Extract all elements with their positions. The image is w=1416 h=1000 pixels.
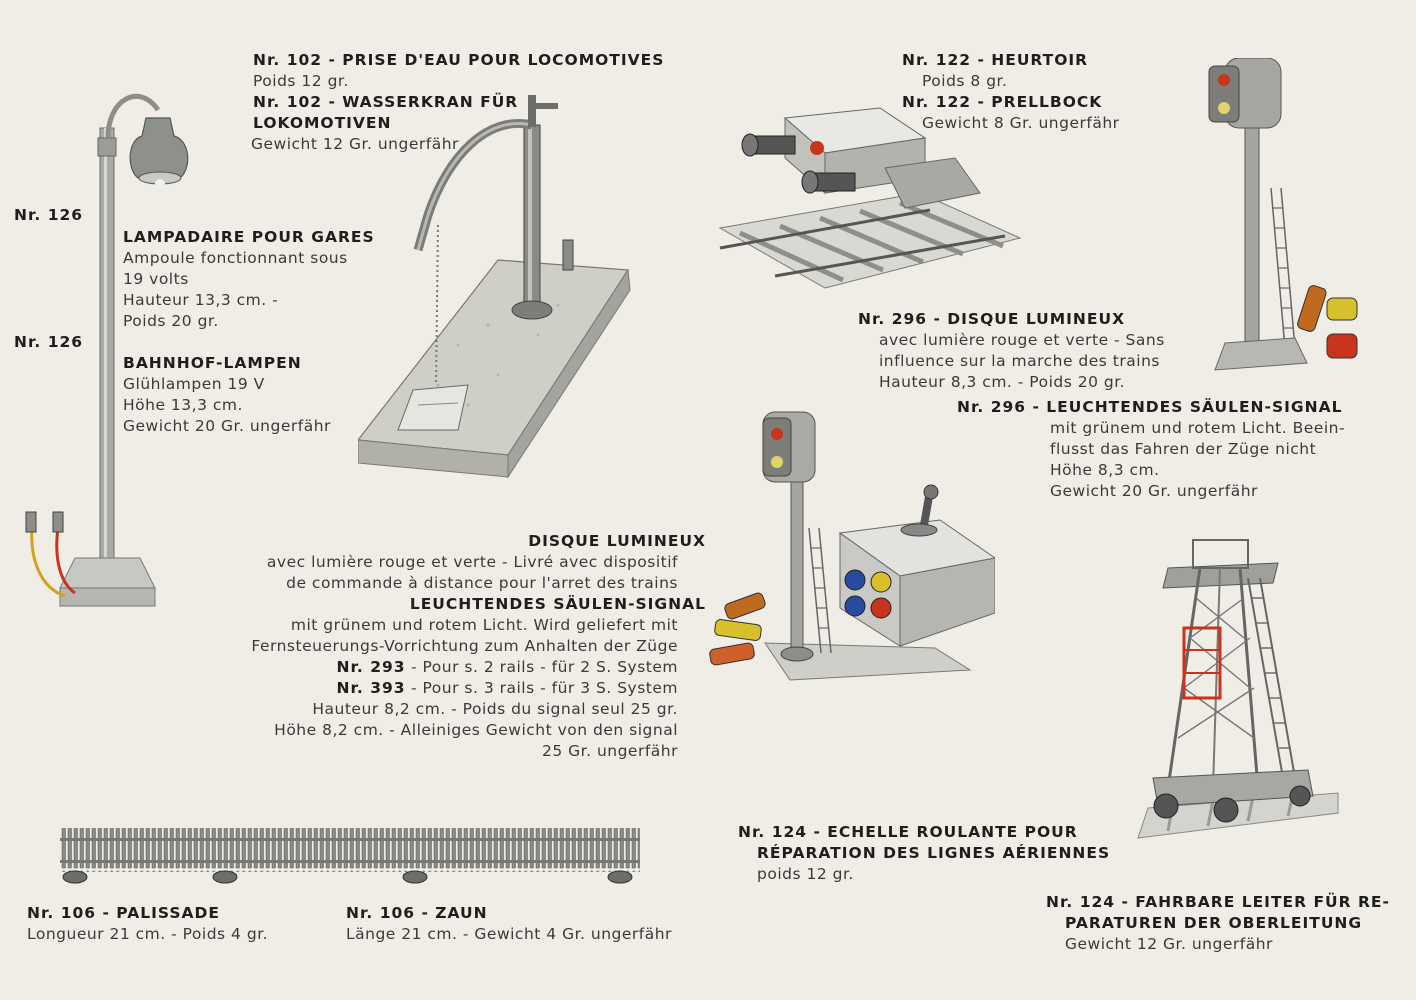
disc-296-de-line-4: Gewicht 20 Gr. ungerfähr	[1050, 482, 1258, 500]
ladder-fr-weight: poids 12 gr.	[757, 865, 854, 883]
station-lamp-illustration	[20, 88, 200, 613]
ladder-de-title-2: PARATUREN DER OBERLEITUNG	[1065, 914, 1363, 932]
buffer-text: Nr. 122 - HEURTOIR Poids 8 gr. Nr. 122 -…	[902, 50, 1120, 134]
disc-293-tail-3: 25 Gr. ungerfähr	[541, 742, 678, 760]
lamp-de-title: BAHNHOF-LAMPEN	[123, 354, 302, 372]
disc-296-de-line-3: Höhe 8,3 cm.	[1050, 461, 1160, 479]
disc-296-de-text: Nr. 296 - LEUCHTENDES SÄULEN-SIGNAL mit …	[957, 397, 1345, 502]
lamp-fr-text: LAMPADAIRE POUR GARES Ampoule fonctionna…	[123, 227, 375, 332]
water-crane-fr-title: Nr. 102 - PRISE D'EAU POUR LOCOMOTIVES	[253, 51, 665, 69]
fence-de-text: Nr. 106 - ZAUN Länge 21 cm. - Gewicht 4 …	[346, 903, 672, 945]
disc-293-fr-line-2: de commande à distance pour l'arret des …	[286, 574, 678, 592]
disc-293-nr-293-text: - Pour s. 2 rails - für 2 S. System	[405, 658, 678, 676]
disc-293-text: DISQUE LUMINEUX avec lumière rouge et ve…	[251, 531, 706, 762]
fence-fr-line: Longueur 21 cm. - Poids 4 gr.	[27, 925, 269, 943]
ladder-de-title-1: Nr. 124 - FAHRBARE LEITER FÜR RE-	[1046, 893, 1390, 911]
fence-de-title: Nr. 106 - ZAUN	[346, 904, 488, 922]
buffer-de-weight: Gewicht 8 Gr. ungerfähr	[922, 114, 1120, 132]
ladder-fr-title-1: Nr. 124 - ECHELLE ROULANTE POUR	[738, 823, 1078, 841]
buffer-stop-illustration	[715, 98, 1025, 303]
lamp-fr-line-3: Hauteur 13,3 cm. -	[123, 291, 279, 309]
lamp-fr-line-2: 19 volts	[123, 270, 189, 288]
disc-296-fr-text: Nr. 296 - DISQUE LUMINEUX avec lumière r…	[858, 309, 1165, 393]
lamp-nr-1: Nr. 126	[14, 206, 84, 224]
ladder-de-text: Nr. 124 - FAHRBARE LEITER FÜR RE- PARATU…	[1046, 892, 1390, 955]
disc-296-fr-line-2: influence sur la marche des trains	[879, 352, 1160, 370]
lamp-nr-2: Nr. 126	[14, 333, 84, 351]
signal-293-illustration	[705, 408, 995, 703]
lamp-de-text: BAHNHOF-LAMPEN Glühlampen 19 V Höhe 13,3…	[123, 353, 331, 437]
ladder-de-weight: Gewicht 12 Gr. ungerfähr	[1065, 935, 1273, 953]
water-crane-illustration	[358, 85, 643, 480]
signal-296-illustration	[1195, 58, 1365, 388]
disc-293-nr-393-line: Nr. 393 - Pour s. 3 rails - für 3 S. Sys…	[251, 678, 678, 699]
disc-293-de-line-2: Fernsteuerungs-Vorrichtung zum Anhalten …	[251, 637, 678, 655]
lamp-de-line-2: Höhe 13,3 cm.	[123, 396, 243, 414]
disc-293-nr-293-line: Nr. 293 - Pour s. 2 rails - für 2 S. Sys…	[251, 657, 678, 678]
fence-de-line: Länge 21 cm. - Gewicht 4 Gr. ungerfähr	[346, 925, 672, 943]
buffer-fr-title: Nr. 122 - HEURTOIR	[902, 51, 1089, 69]
buffer-de-title: Nr. 122 - PRELLBOCK	[902, 93, 1103, 111]
disc-293-fr-title: DISQUE LUMINEUX	[528, 532, 706, 550]
disc-293-tail-1: Hauteur 8,2 cm. - Poids du signal seul 2…	[312, 700, 678, 718]
water-crane-text: Nr. 102 - PRISE D'EAU POUR LOCOMOTIVES P…	[251, 50, 665, 155]
lamp-de-line-1: Glühlampen 19 V	[123, 375, 265, 393]
disc-296-de-title: Nr. 296 - LEUCHTENDES SÄULEN-SIGNAL	[957, 398, 1343, 416]
ladder-tower-illustration	[1108, 538, 1348, 848]
ladder-fr-text: Nr. 124 - ECHELLE ROULANTE POUR RÉPARATI…	[738, 822, 1110, 885]
water-crane-fr-weight: Poids 12 gr.	[253, 72, 349, 90]
disc-296-fr-line-3: Hauteur 8,3 cm. - Poids 20 gr.	[879, 373, 1126, 391]
disc-293-nr-393: Nr. 393	[336, 679, 406, 697]
disc-293-de-title: LEUCHTENDES SÄULEN-SIGNAL	[409, 595, 706, 613]
disc-293-tail-2: Höhe 8,2 cm. - Alleiniges Gewicht von de…	[274, 721, 678, 739]
fence-fr-text: Nr. 106 - PALISSADE Longueur 21 cm. - Po…	[27, 903, 268, 945]
disc-293-nr-393-text: - Pour s. 3 rails - für 3 S. System	[405, 679, 678, 697]
disc-296-fr-line-1: avec lumière rouge et verte - Sans	[879, 331, 1165, 349]
disc-296-de-line-2: flusst das Fahren der Züge nicht	[1050, 440, 1317, 458]
disc-293-nr-293: Nr. 293	[336, 658, 406, 676]
lamp-de-line-3: Gewicht 20 Gr. ungerfähr	[123, 417, 331, 435]
disc-296-de-line-1: mit grünem und rotem Licht. Beein-	[1050, 419, 1346, 437]
lamp-fr-line-1: Ampoule fonctionnant sous	[123, 249, 348, 267]
disc-296-fr-title: Nr. 296 - DISQUE LUMINEUX	[858, 310, 1126, 328]
fence-illustration	[55, 822, 645, 886]
ladder-fr-title-2: RÉPARATION DES LIGNES AÉRIENNES	[757, 844, 1111, 862]
water-crane-de-weight: Gewicht 12 Gr. ungerfähr	[251, 135, 459, 153]
lamp-fr-line-4: Poids 20 gr.	[123, 312, 219, 330]
disc-293-de-line-1: mit grünem und rotem Licht. Wird geliefe…	[290, 616, 678, 634]
lamp-fr-title: LAMPADAIRE POUR GARES	[123, 228, 375, 246]
water-crane-de-title-1: Nr. 102 - WASSERKRAN FÜR	[253, 93, 519, 111]
fence-fr-title: Nr. 106 - PALISSADE	[27, 904, 220, 922]
buffer-fr-weight: Poids 8 gr.	[922, 72, 1008, 90]
disc-293-fr-line-1: avec lumière rouge et verte - Livré avec…	[266, 553, 678, 571]
water-crane-de-title-2: LOKOMOTIVEN	[253, 114, 392, 132]
